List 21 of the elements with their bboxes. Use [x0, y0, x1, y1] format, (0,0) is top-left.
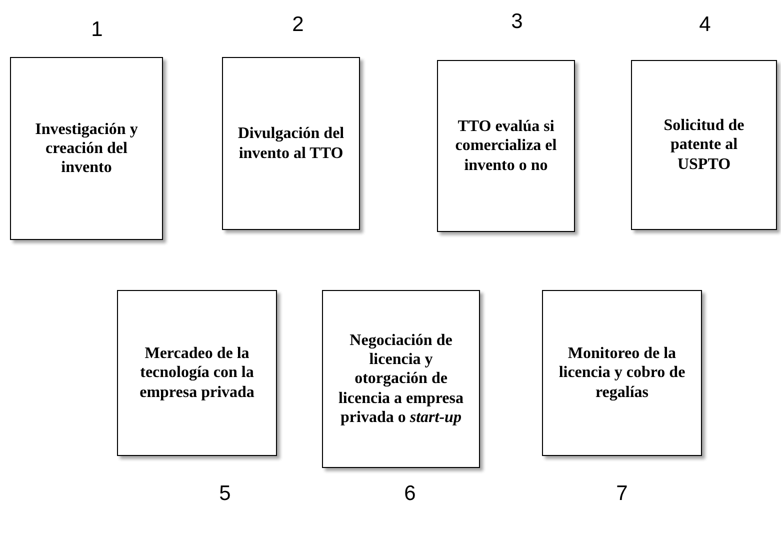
- step-text: Investigación y creación del invento: [34, 120, 139, 178]
- step-number: 4: [699, 13, 711, 37]
- step-number: 1: [91, 18, 103, 42]
- process-box: [322, 290, 480, 468]
- process-box: [542, 290, 702, 456]
- step-text: TTO evalúa si comercializa el invento o no: [454, 117, 558, 175]
- process-box: [222, 57, 360, 230]
- step-text: Monitoreo de la licencia y cobro de regalías: [558, 344, 686, 402]
- step-number: 3: [511, 10, 523, 34]
- step-number: 5: [219, 482, 231, 506]
- step-text: Divulgación del invento al TTO: [236, 124, 346, 163]
- step-text: Solicitud de patente al USPTO: [662, 116, 746, 174]
- step-number: 6: [404, 482, 416, 506]
- step-number: 7: [616, 482, 628, 506]
- step-number: 2: [292, 13, 304, 37]
- process-box: [631, 60, 777, 230]
- process-box: [10, 57, 163, 240]
- step-text: Mercadeo de la tecnología con la empresa privada: [138, 344, 256, 402]
- step-text: Negociación de licencia y otorgación de licencia a empresa privada o start-up: [337, 331, 464, 427]
- process-box: [117, 290, 277, 456]
- process-box: [437, 60, 575, 232]
